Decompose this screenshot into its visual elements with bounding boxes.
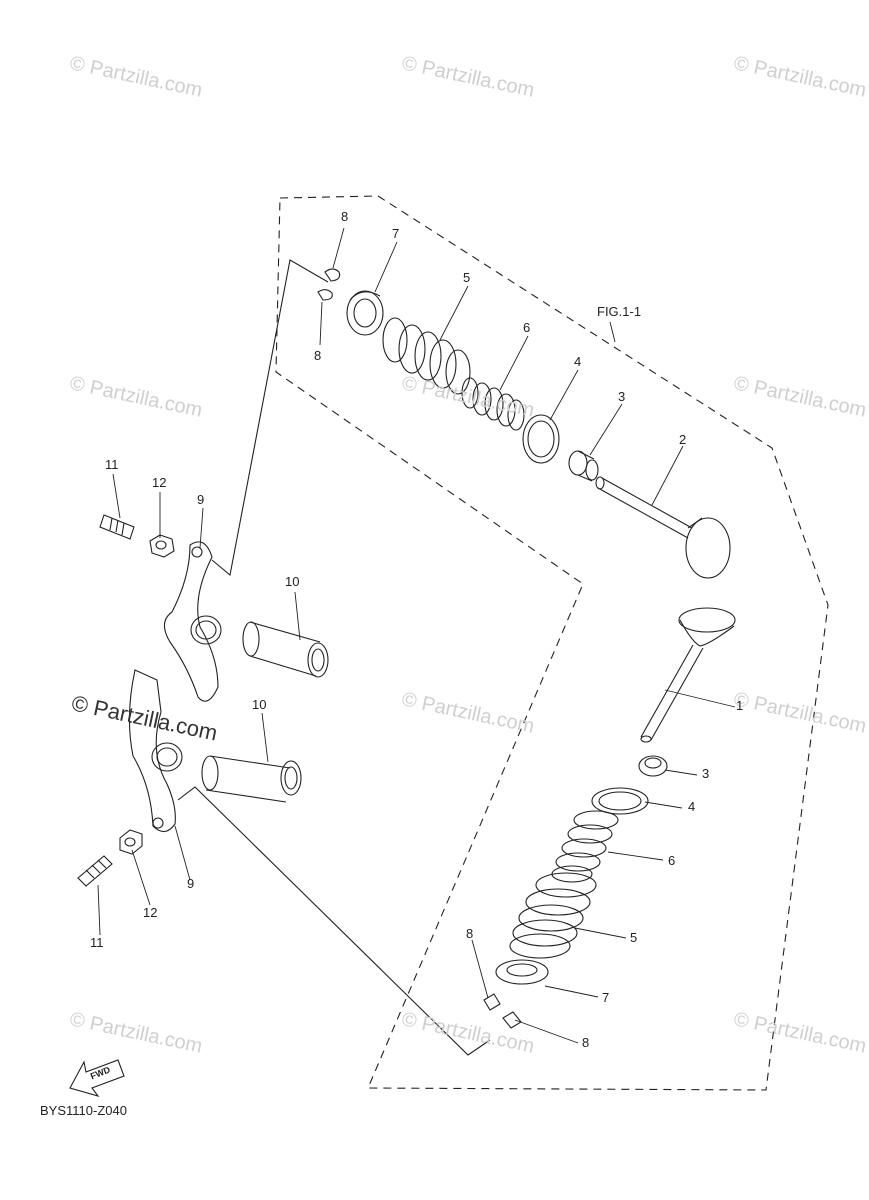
callout-1: 1: [736, 698, 744, 713]
inner-spring-lower: [551, 810, 619, 883]
callout-3: 3: [702, 766, 710, 781]
locknut-upper: [149, 534, 175, 558]
callout-6: 6: [668, 853, 676, 868]
callout-9: 9: [187, 876, 195, 891]
stem-seal-upper: [568, 450, 599, 482]
rocker-arm-upper: [163, 541, 222, 702]
spring-retainer-upper: [346, 290, 384, 336]
fig-boundary: [275, 195, 829, 1091]
callout-10: 10: [285, 574, 300, 589]
inner-spring-upper: [461, 377, 525, 431]
callout-8: 8: [341, 209, 349, 224]
spring-seat-lower: [591, 787, 649, 815]
callout-3: 3: [618, 389, 626, 404]
callout-8: 8: [466, 926, 474, 941]
valve-keeper-lower: [483, 993, 522, 1029]
connector-line-upper: [211, 259, 329, 577]
valve-upper: [595, 476, 731, 579]
callout-7: 7: [392, 226, 400, 241]
stem-seal-lower: [638, 755, 668, 777]
adjusting-screw-lower: [77, 855, 113, 887]
figure-label: FIG.1-1: [597, 304, 642, 319]
adjusting-screw-upper: [99, 514, 135, 540]
rocker-shaft-lower: [201, 755, 302, 803]
callout-10: 10: [252, 697, 267, 712]
spring-retainer-lower: [495, 959, 549, 985]
outer-spring-upper: [382, 317, 471, 395]
callout-9: 9: [197, 492, 205, 507]
connector-line-lower: [177, 786, 491, 1056]
callout-4: 4: [574, 354, 582, 369]
callout-8: 8: [314, 348, 322, 363]
valve-keeper-upper: [317, 268, 341, 301]
callout-11: 11: [90, 935, 104, 950]
callout-12: 12: [152, 475, 167, 490]
diagram-code: BYS1110-Z040: [40, 1103, 127, 1118]
callout-5: 5: [630, 930, 638, 945]
spring-seat-upper: [522, 414, 560, 464]
fwd-arrow-icon: [69, 1059, 125, 1097]
callout-7: 7: [602, 990, 610, 1005]
locknut-lower: [119, 829, 143, 855]
valve-lower: [640, 607, 736, 743]
callout-5: 5: [463, 270, 471, 285]
outer-spring-lower: [509, 872, 597, 959]
callout-6: 6: [523, 320, 531, 335]
leader-lines: [97, 227, 736, 1044]
callout-11: 11: [105, 457, 119, 472]
callout-2: 2: [679, 432, 687, 447]
rocker-shaft-upper: [242, 621, 329, 678]
callout-12: 12: [143, 905, 158, 920]
callout-8: 8: [582, 1035, 590, 1050]
rocker-arm-lower: [128, 669, 183, 833]
callout-4: 4: [688, 799, 696, 814]
